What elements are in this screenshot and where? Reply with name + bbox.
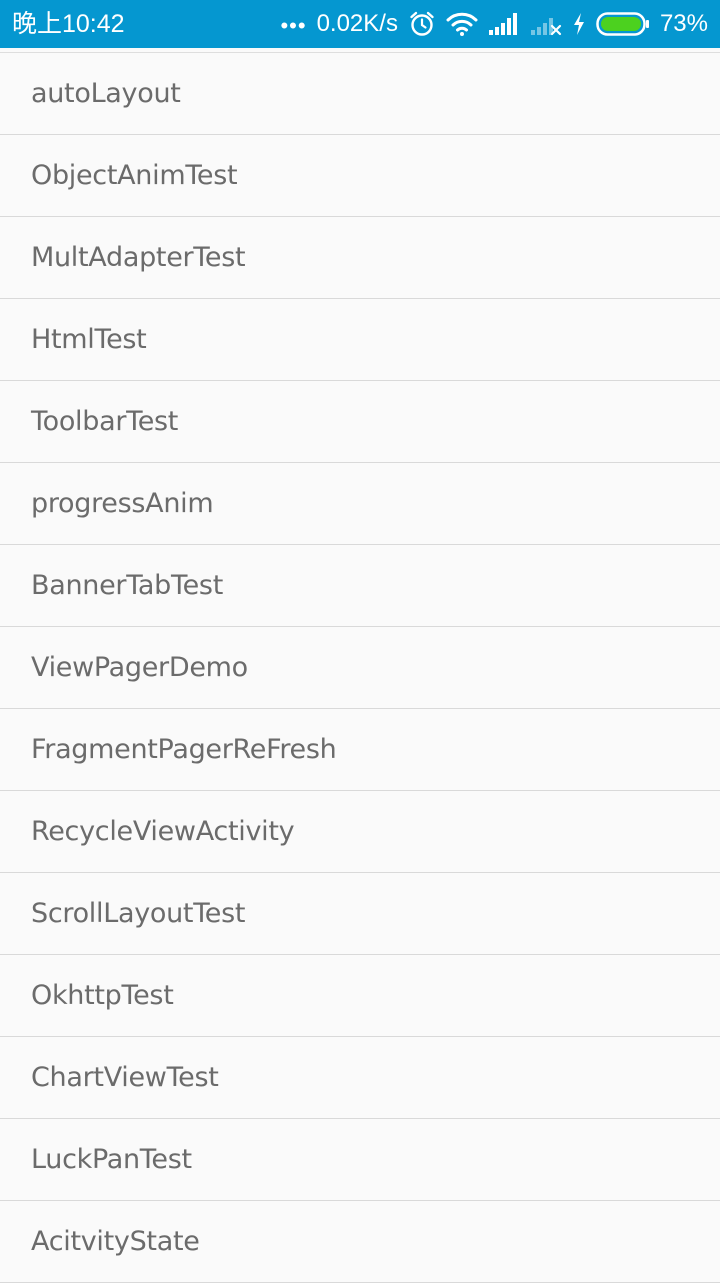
list-item-label: AcitvityState: [31, 1226, 200, 1257]
battery-percent: 73%: [659, 10, 708, 37]
list-item-label: RecycleViewActivity: [31, 816, 295, 847]
list-item-label: BannerTabTest: [31, 570, 223, 601]
more-notifications-icon: •••: [280, 13, 307, 38]
list-item[interactable]: HtmlTest: [0, 299, 720, 381]
list-item-label: LuckPanTest: [31, 1144, 192, 1175]
status-icons: ••• 0.02K/s: [270, 6, 708, 42]
list-item[interactable]: BannerTabTest: [0, 545, 720, 627]
list-item-label: OkhttpTest: [31, 980, 174, 1011]
battery-icon: [596, 11, 650, 37]
list-item[interactable]: ObjectAnimTest: [0, 135, 720, 217]
list-item[interactable]: ChartViewTest: [0, 1037, 720, 1119]
signal-icon: [488, 12, 520, 36]
list-item[interactable]: RecycleViewActivity: [0, 791, 720, 873]
list-item-label: ScrollLayoutTest: [31, 898, 246, 929]
list-item-label: MultAdapterTest: [31, 242, 246, 273]
list-item-label: ViewPagerDemo: [31, 652, 248, 683]
list-item-label: ToolbarTest: [31, 406, 179, 437]
list-item[interactable]: progressAnim: [0, 463, 720, 545]
list-item[interactable]: ToolbarTest: [0, 381, 720, 463]
wifi-icon: [446, 11, 478, 37]
charging-icon: [572, 12, 586, 36]
list-item[interactable]: FragmentPagerReFresh: [0, 709, 720, 791]
list-item[interactable]: ScrollLayoutTest: [0, 873, 720, 955]
list-item[interactable]: autoLayout: [0, 52, 720, 135]
alarm-icon: [408, 10, 436, 38]
list-item[interactable]: OkhttpTest: [0, 955, 720, 1037]
list-item[interactable]: ViewPagerDemo: [0, 627, 720, 709]
list-item-label: ObjectAnimTest: [31, 160, 238, 191]
status-bar: 晚上10:42 ••• 0.02K/s: [0, 0, 720, 48]
list-item-label: FragmentPagerReFresh: [31, 734, 337, 765]
no-signal-icon: [530, 12, 562, 36]
list-item-label: autoLayout: [31, 78, 181, 109]
list-item-label: progressAnim: [31, 488, 214, 519]
status-time: 晚上10:42: [12, 10, 125, 38]
list-item[interactable]: LuckPanTest: [0, 1119, 720, 1201]
list-item-label: ChartViewTest: [31, 1062, 219, 1093]
list-item-label: HtmlTest: [31, 324, 147, 355]
network-speed: 0.02K/s: [316, 10, 398, 37]
list-item[interactable]: AcitvityState: [0, 1201, 720, 1283]
list-item[interactable]: MultAdapterTest: [0, 217, 720, 299]
